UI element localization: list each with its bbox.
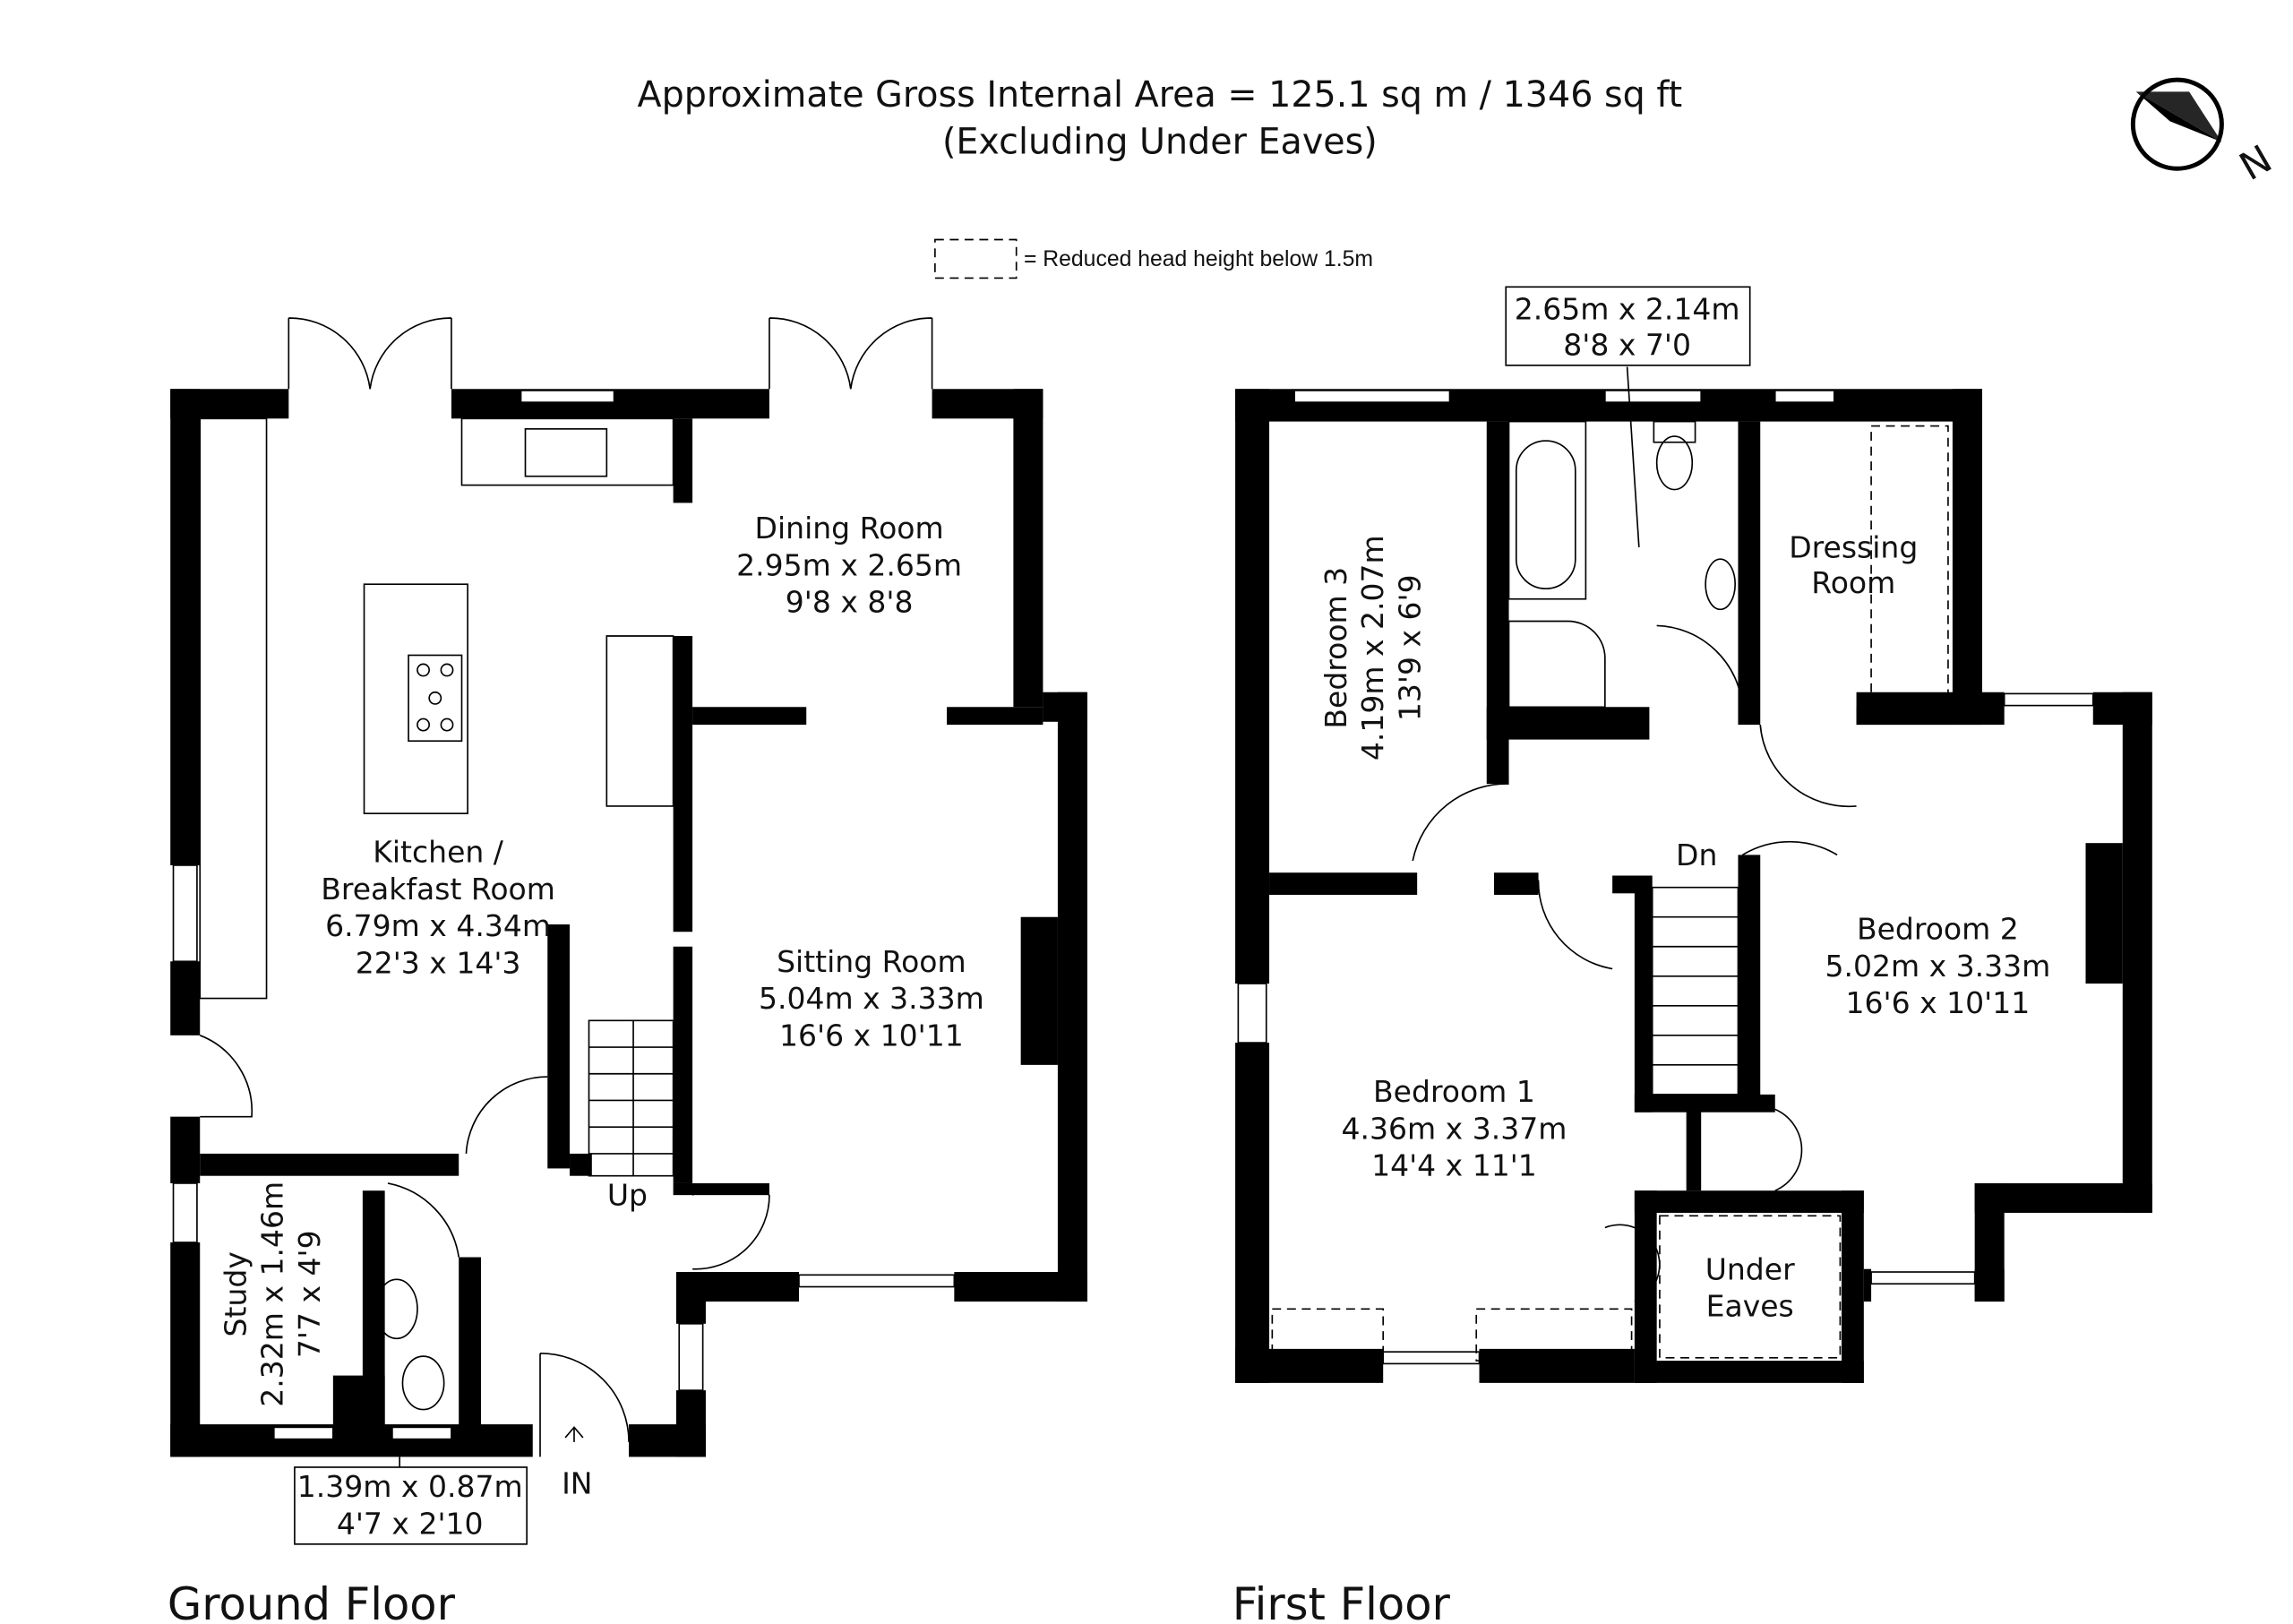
legend-dashed-box xyxy=(934,238,1018,279)
first-floor-fixtures xyxy=(1271,420,1949,1362)
bathroom-imperial: 8'8 x 7'0 xyxy=(1563,327,1691,362)
sitting-room-imperial: 16'6 x 10'11 xyxy=(779,1018,964,1053)
toilet-icon xyxy=(1655,435,1694,491)
first-floor-plan: 2.65m x 2.14m 8'8 x 7'0 Bedroom 3 4.19m … xyxy=(1232,286,2152,1624)
entrance-label: IN xyxy=(562,1466,592,1501)
bedroom2-name: Bedroom 2 xyxy=(1857,912,2019,947)
bedroom1-imperial: 14'4 x 11'1 xyxy=(1371,1148,1537,1183)
ground-floor-walls xyxy=(170,389,1087,1457)
stairs-down xyxy=(1651,886,1739,1096)
bathroom-metric: 2.65m x 2.14m xyxy=(1515,292,1740,327)
hob-icon xyxy=(408,654,463,743)
dining-room-metric: 2.95m x 2.65m xyxy=(736,547,962,582)
shower-icon xyxy=(1507,620,1606,709)
bathroom-dimension-box xyxy=(1505,286,1751,366)
first-floor-walls xyxy=(1235,389,2152,1383)
ground-floor-title: Ground Floor xyxy=(167,1578,456,1624)
area-title: Approximate Gross Internal Area = 125.1 … xyxy=(638,74,1683,116)
sitting-room-name: Sitting Room xyxy=(777,944,966,979)
bedroom1-name: Bedroom 1 xyxy=(1373,1074,1535,1109)
sitting-room-metric: 5.04m x 3.33m xyxy=(759,981,984,1016)
sink-icon xyxy=(524,428,608,477)
dining-room-name: Dining Room xyxy=(755,511,944,546)
study-imperial: 7'7 x 4'9 xyxy=(292,1230,327,1358)
north-compass-icon: N xyxy=(2130,77,2280,190)
bedroom3-imperial: 13'9 x 6'9 xyxy=(1392,574,1427,721)
under-eaves-name-2: Eaves xyxy=(1706,1289,1794,1324)
reduced-height-area xyxy=(1870,425,1949,705)
study-name: Study xyxy=(218,1251,253,1336)
first-floor-labels: 2.65m x 2.14m 8'8 x 7'0 Bedroom 3 4.19m … xyxy=(1232,286,2050,1624)
wc-metric: 1.39m x 0.87m xyxy=(297,1469,523,1504)
basin-icon xyxy=(1705,558,1736,611)
dressing-room-name: Dressing xyxy=(1789,529,1918,564)
basin-icon xyxy=(374,1278,418,1340)
wc-imperial: 4'7 x 2'10 xyxy=(337,1506,484,1541)
stairs-up xyxy=(588,1019,674,1177)
bedroom3-name: Bedroom 3 xyxy=(1318,567,1353,729)
bath-icon xyxy=(1507,420,1587,600)
kitchen-metric: 6.79m x 4.34m xyxy=(325,908,551,943)
kitchen-imperial: 22'3 x 14'3 xyxy=(356,945,521,980)
kitchen-name: Kitchen / xyxy=(373,835,504,870)
ground-floor-plan: Dining Room 2.95m x 2.65m 9'8 x 8'8 Kitc… xyxy=(167,317,1087,1624)
kitchen-worktop xyxy=(460,417,674,486)
study-metric: 2.32m x 1.46m xyxy=(255,1181,290,1407)
reduced-height-area xyxy=(1659,1215,1842,1359)
entrance-arrow-icon xyxy=(564,1426,584,1442)
stairs-up-label: Up xyxy=(607,1178,648,1213)
ground-floor-fixtures xyxy=(199,317,933,1457)
kitchen-units xyxy=(199,417,268,1000)
legend: = Reduced head height below 1.5m xyxy=(934,238,1373,279)
area-note: (Excluding Under Eaves) xyxy=(942,122,1378,163)
first-floor-windows xyxy=(1237,390,2094,1365)
under-eaves-name: Under xyxy=(1705,1251,1795,1286)
reduced-height-area xyxy=(1271,1308,1385,1362)
ground-floor-labels: Dining Room 2.95m x 2.65m 9'8 x 8'8 Kitc… xyxy=(167,511,984,1624)
kitchen-island xyxy=(363,583,468,814)
dressing-room-name-2: Room xyxy=(1811,565,1895,600)
legend-text: = Reduced head height below 1.5m xyxy=(1024,247,1373,271)
compass-label: N xyxy=(2232,137,2280,190)
reduced-height-area xyxy=(1475,1308,1633,1362)
stairs-down-label: Dn xyxy=(1676,838,1717,872)
kitchen-name-2: Breakfast Room xyxy=(321,872,555,907)
bedroom2-metric: 5.02m x 3.33m xyxy=(1825,949,2050,984)
toilet-icon xyxy=(401,1355,445,1411)
first-floor-title: First Floor xyxy=(1232,1578,1451,1624)
bedroom1-metric: 4.36m x 3.37m xyxy=(1342,1111,1567,1146)
dining-room-imperial: 9'8 x 8'8 xyxy=(786,585,914,620)
wc-dimension-box xyxy=(294,1466,528,1545)
ground-floor-windows xyxy=(172,390,956,1440)
bedroom2-imperial: 16'6 x 10'11 xyxy=(1846,985,2031,1020)
bedroom3-metric: 4.19m x 2.07m xyxy=(1355,535,1390,760)
